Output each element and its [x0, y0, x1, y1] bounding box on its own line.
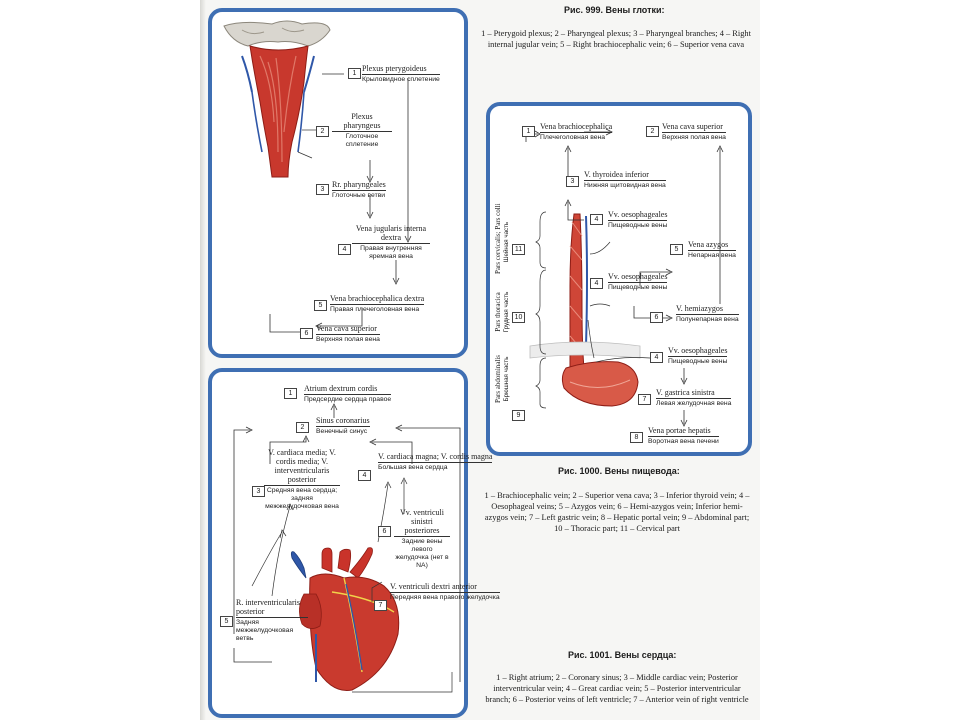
- fig1000-num-2: 2: [646, 126, 659, 137]
- heart: [309, 573, 400, 692]
- fig1001-num-4: 4: [358, 470, 371, 481]
- fig1001-num-7: 7: [374, 600, 387, 611]
- fig1001-num-5: 5: [220, 616, 233, 627]
- fig1001-num-6: 6: [378, 526, 391, 537]
- fig1001-title: Рис. 1001. Вены сердца:: [568, 650, 677, 660]
- fig999-num-4: 4: [338, 244, 351, 255]
- fig999-num-6: 6: [300, 328, 313, 339]
- fig1000-num-9: 9: [512, 410, 525, 421]
- cardiac-vein: [345, 583, 363, 671]
- fig1000-num-8: 8: [630, 432, 643, 443]
- fig1001-num-3: 3: [252, 486, 265, 497]
- fig999-num-5: 5: [314, 300, 327, 311]
- pharynx-illustration: [223, 20, 412, 336]
- fig1000-num-11: 11: [512, 244, 525, 255]
- skull-base: [223, 20, 331, 47]
- oesophagus-illustration: [525, 128, 724, 427]
- fig1000-num-4c: 4: [650, 352, 663, 363]
- fig1000-num-6: 6: [650, 312, 663, 323]
- fig1000-num-7: 7: [638, 394, 651, 405]
- fig1000-title: Рис. 1000. Вены пищевода:: [558, 466, 680, 476]
- fig1000-num-10: 10: [512, 312, 525, 323]
- stomach: [561, 361, 639, 407]
- fig1001-caption: 1 – Right atrium; 2 – Coronary sinus; 3 …: [485, 673, 749, 704]
- fig999-caption: 1 – Pterygoid plexus; 2 – Pharyngeal ple…: [481, 29, 751, 49]
- pterygoid-veins: [241, 55, 315, 93]
- fig1000-num-5: 5: [670, 244, 683, 255]
- fig1000-num-1: 1: [522, 126, 535, 137]
- fig999-num-2: 2: [316, 126, 329, 137]
- fig1001-label-3: V. cardiaca media; V. cordis media; V. i…: [264, 448, 340, 510]
- fig1000-num-4a: 4: [590, 214, 603, 225]
- fig1000-num-3: 3: [566, 176, 579, 187]
- fig1000-num-4b: 4: [590, 278, 603, 289]
- diaphragm: [529, 341, 641, 359]
- fig999-title: Рис. 999. Вены глотки:: [564, 5, 665, 15]
- fig1001-num-2: 2: [296, 422, 309, 433]
- fig1001-num-1: 1: [284, 388, 297, 399]
- fig999-num-1: 1: [348, 68, 361, 79]
- fig1000-caption: 1 – Brachiocephalic vein; 2 – Superior v…: [484, 491, 750, 533]
- pharynx-muscles: [249, 45, 309, 178]
- oesophageal-vein: [585, 215, 588, 347]
- fig999-num-3: 3: [316, 184, 329, 195]
